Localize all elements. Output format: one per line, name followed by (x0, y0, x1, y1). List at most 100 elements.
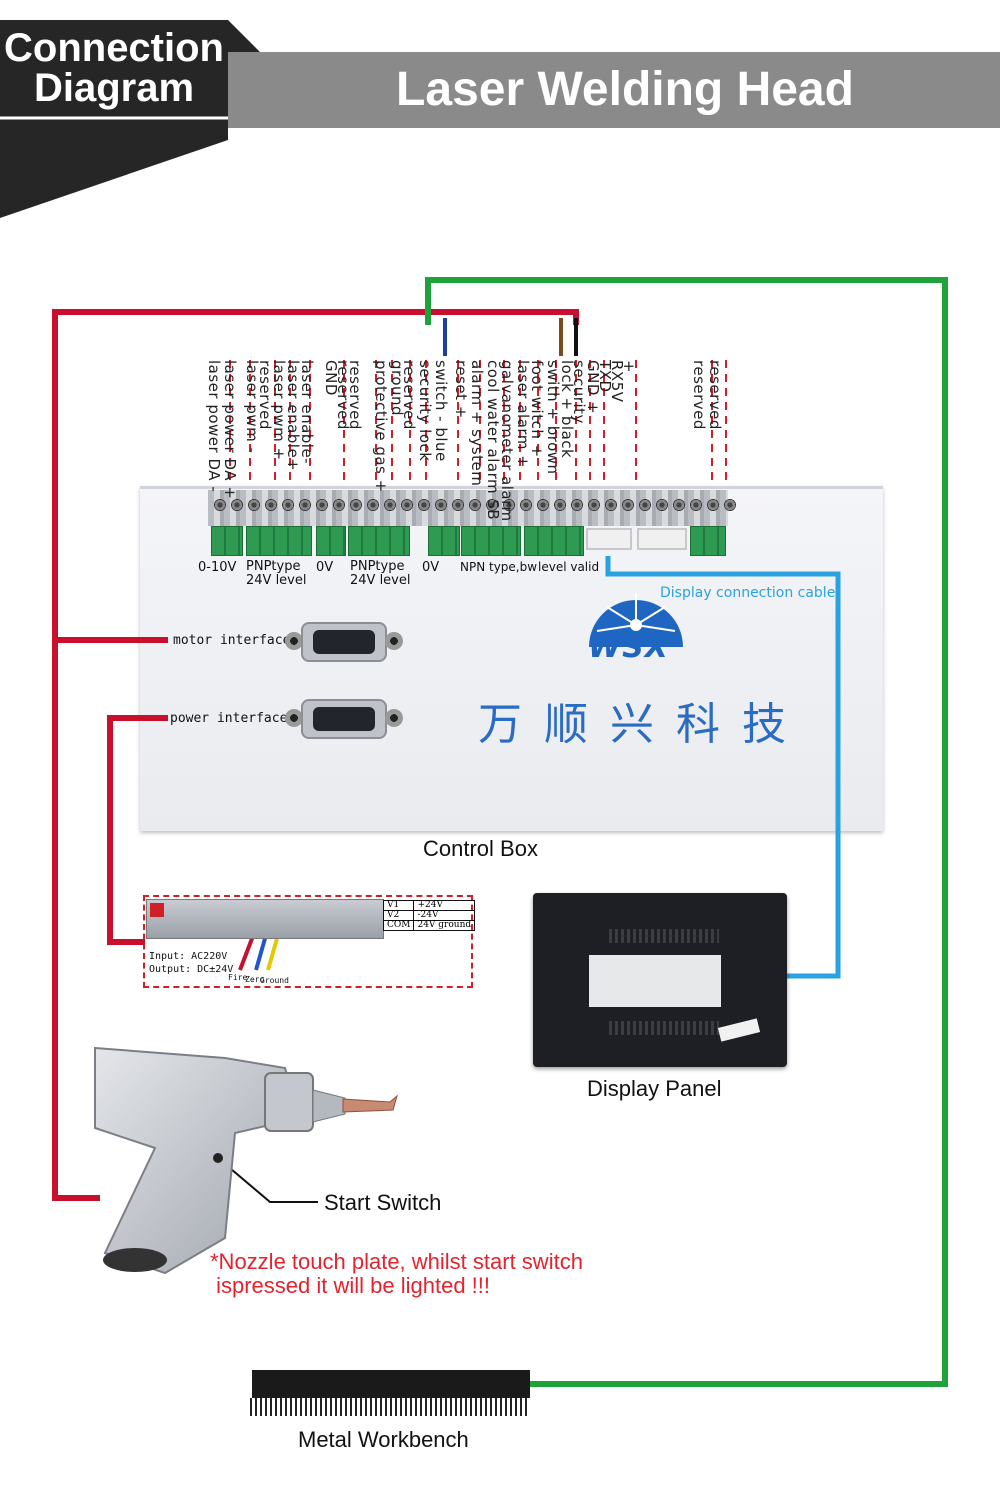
terminal-label: swith + brown (544, 360, 562, 475)
psu-ground-label: Ground (260, 976, 289, 985)
psu-zero-label: Zero (245, 975, 265, 984)
terminal-screw (656, 499, 668, 511)
terminal-block-6 (461, 526, 521, 556)
terminal-screw (571, 499, 583, 511)
display-panel[interactable] (533, 893, 787, 1067)
terminal-screw (248, 499, 260, 511)
welding-gun-icon (94, 1046, 398, 1275)
connector-screw (385, 632, 403, 650)
wsx-logo-text: WSX (588, 630, 669, 665)
psu-fire-label: Fire (228, 973, 248, 982)
terminal-label: reserved (706, 360, 724, 430)
terminal-group-label-4: PNPtype 24V level (350, 560, 410, 588)
terminal-group-label-1: 0-10V (198, 560, 237, 575)
terminal-group-label-2-line2: 24V level (246, 573, 307, 588)
terminal-label: alarm + system (468, 360, 486, 487)
terminal-label: reserved (690, 360, 708, 430)
terminal-group-label-4-line2: 24V level (350, 573, 411, 588)
control-box-caption: Control Box (423, 836, 538, 861)
terminal-block-4 (348, 526, 410, 556)
connector-screw (285, 709, 303, 727)
power-supply-badge (150, 903, 164, 917)
motor-interface-connector[interactable] (285, 620, 403, 664)
terminal-screw (724, 499, 736, 511)
panel-small-sticker (717, 1018, 761, 1042)
terminal-screw (299, 499, 311, 511)
connector-screw (385, 709, 403, 727)
terminal-label: foot witch + (528, 360, 546, 458)
terminal-label: reserved (400, 360, 418, 430)
terminal-label: RX5V (608, 360, 626, 403)
terminal-block-2 (246, 526, 312, 556)
warning-note-line2: ispressed it will be lighted !!! (210, 1273, 491, 1298)
workbench-caption: Metal Workbench (298, 1427, 469, 1452)
display-panel-caption: Display Panel (587, 1076, 722, 1101)
wsx-logo-icon (589, 593, 683, 647)
voltage-cell: COM (382, 920, 415, 931)
terminal-screw (214, 499, 226, 511)
green-wire (425, 277, 948, 1387)
voltage-cell: +24V (413, 900, 476, 911)
terminal-screw (588, 499, 600, 511)
terminal-label: reset + (452, 360, 470, 419)
panel-vent-top (609, 929, 719, 943)
diagram-title-box: Connection Diagram (0, 28, 228, 108)
terminal-label: laser power DA - (205, 360, 223, 493)
terminal-label: lock + black (558, 360, 576, 459)
terminal-group-label-6: NPN type,bw (460, 560, 538, 574)
table-row: V1+24V (382, 900, 476, 911)
terminal-group-label-2: PNPtype 24V level (246, 560, 306, 588)
panel-spec-sticker (589, 955, 721, 1007)
terminal-group-label-2-line1: PNPtype (246, 559, 301, 574)
terminal-screw (554, 499, 566, 511)
workbench-hatching (250, 1398, 530, 1416)
terminal-label: switch - blue (432, 360, 450, 462)
terminal-screw (707, 499, 719, 511)
terminal-screw (537, 499, 549, 511)
voltage-cell: V1 (382, 900, 415, 911)
terminal-screw (622, 499, 634, 511)
terminal-label: reserved (256, 360, 274, 430)
terminal-block-5 (428, 526, 460, 556)
diagram-title-line2: Diagram (33, 66, 195, 110)
terminal-label: cool water alarm SB (484, 360, 502, 521)
terminal-block-3 (316, 526, 346, 556)
terminal-label: security lock (416, 360, 434, 462)
power-supply-unit (146, 899, 384, 939)
terminal-label: laser enable- (298, 360, 316, 465)
product-title: Laser Welding Head (396, 63, 854, 116)
terminal-screw (367, 499, 379, 511)
voltage-cell: V2 (382, 910, 415, 921)
display-cable-label: Display connection cable (660, 585, 836, 601)
terminal-screw (350, 499, 362, 511)
connector-pins (313, 630, 375, 654)
terminal-screw (435, 499, 447, 511)
psu-output-label: Output: DC±24V (149, 964, 234, 975)
terminal-block-7 (524, 526, 584, 556)
terminal-screw (333, 499, 345, 511)
terminal-label: security (570, 360, 588, 424)
terminal-label: reserved (346, 360, 364, 430)
red-wire-power (107, 715, 168, 945)
terminal-label: laser alarm + (514, 360, 532, 469)
power-interface-connector[interactable] (285, 697, 403, 741)
terminal-label: + (620, 360, 638, 374)
terminal-group-label-7: level valid (538, 560, 600, 574)
start-switch-label: Start Switch (324, 1190, 442, 1215)
terminal-screw (469, 499, 481, 511)
white-connector-2 (637, 528, 687, 550)
panel-vent-bottom (609, 1021, 719, 1035)
voltage-cell: -24V (413, 910, 476, 921)
connector-pins (313, 707, 375, 731)
terminal-screw (384, 499, 396, 511)
terminal-screw (639, 499, 651, 511)
terminal-group-label-5: 0V (422, 560, 440, 575)
terminal-screw (418, 499, 430, 511)
terminal-group-label-3: 0V (316, 560, 334, 575)
terminal-screw (316, 499, 328, 511)
terminal-screw (520, 499, 532, 511)
motor-interface-label: motor interface (173, 633, 291, 648)
terminal-label: protective gas + (372, 360, 390, 493)
